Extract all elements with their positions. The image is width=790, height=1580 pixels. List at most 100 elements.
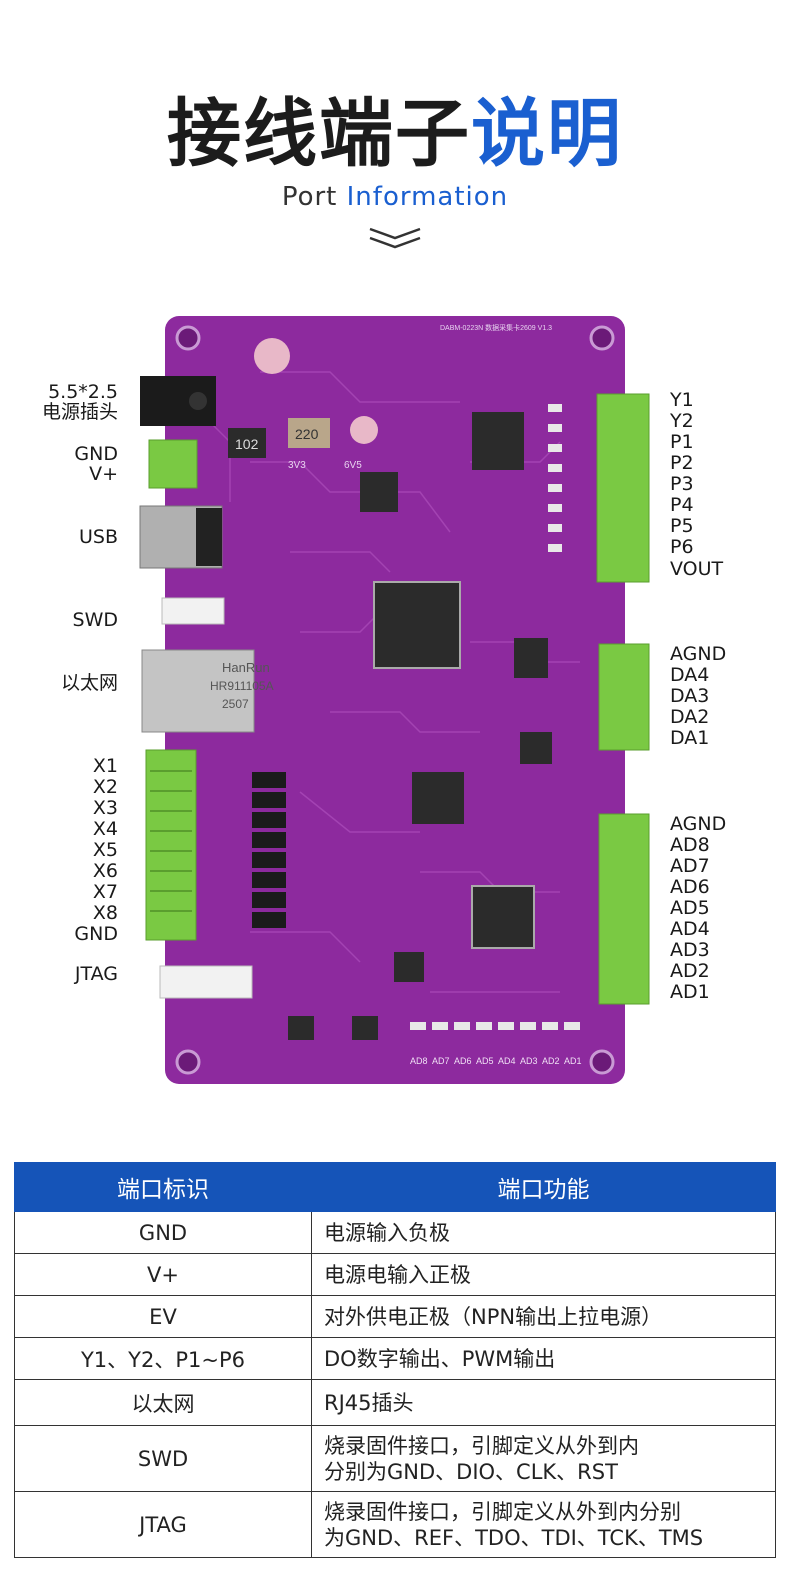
ethernet-chip-label-brand: HanRun: [222, 660, 270, 675]
label-ad4: AD4: [670, 918, 710, 940]
label-y2: Y2: [670, 410, 694, 432]
cell-function: RJ45插头: [311, 1379, 776, 1426]
label-da-agnd: AGND: [670, 643, 727, 665]
adc-chip: [471, 885, 535, 949]
label-vout: VOUT: [670, 558, 724, 580]
silk-3v3: 3V3: [288, 460, 306, 471]
table-row: JTAG 烧录固件接口，引脚定义从外到内分别为GND、REF、TDO、TDI、T…: [14, 1491, 776, 1558]
subtitle-blue-part: Information: [346, 182, 509, 212]
label-ethernet: 以太网: [60, 672, 118, 694]
table-row: V+ 电源电输入正极: [14, 1253, 776, 1296]
label-x3: X3: [92, 797, 118, 819]
label-x-gnd: GND: [74, 923, 118, 945]
swd-header: [161, 597, 225, 625]
mid-chip: [412, 772, 464, 824]
silk-bottom-ad1: AD1: [564, 1056, 582, 1066]
subtitle-dark-part: Port: [281, 182, 338, 212]
label-p4: P4: [670, 494, 694, 516]
table-row: 以太网 RJ45插头: [14, 1379, 776, 1426]
label-da2: DA2: [670, 706, 710, 728]
label-x5: X5: [92, 839, 118, 861]
capacitor: [254, 338, 290, 374]
ethernet-chip-label-date: 2507: [222, 697, 249, 711]
label-jtag: JTAG: [74, 963, 118, 985]
cell-function: 烧录固件接口，引脚定义从外到内分别为GND、REF、TDO、TDI、TCK、TM…: [311, 1491, 776, 1558]
da-terminal: [598, 643, 650, 751]
pcb-board-illustration: HanRun HR911105A 2507 102: [139, 316, 650, 1084]
cell-function: 电源输入负极: [311, 1211, 776, 1254]
ethernet-port: [141, 649, 255, 733]
label-gnd-power: GND: [74, 443, 118, 465]
label-p3: P3: [670, 473, 694, 495]
table-row: SWD 烧录固件接口，引脚定义从外到内分别为GND、DIO、CLK、RST: [14, 1425, 776, 1492]
label-ad5: AD5: [670, 897, 710, 919]
cell-port: GND: [14, 1211, 312, 1254]
silk-bottom-ad3: AD3: [520, 1056, 538, 1066]
label-ad3: AD3: [670, 939, 710, 961]
label-vplus: V+: [89, 463, 118, 485]
table-row: GND 电源输入负极: [14, 1211, 776, 1254]
label-x7: X7: [92, 881, 118, 903]
port-table: 端口标识 端口功能 GND 电源输入负极 V+ 电源电输入正极 EV 对外供电正…: [14, 1162, 776, 1558]
cell-port: JTAG: [14, 1491, 312, 1558]
cell-function-line2: 为GND、REF、TDO、TDI、TCK、TMS: [324, 1525, 704, 1550]
cell-function: 烧录固件接口，引脚定义从外到内分别为GND、DIO、CLK、RST: [311, 1425, 776, 1492]
ethernet-chip-label-model: HR911105A: [210, 679, 274, 693]
label-power-jack-size: 5.5*2.5: [48, 381, 118, 403]
title-blue-part: 说明: [471, 91, 623, 177]
cell-port: Y1、Y2、P1~P6: [14, 1337, 312, 1380]
label-ad7: AD7: [670, 855, 710, 877]
cell-port: 以太网: [14, 1379, 312, 1426]
mcu-chip: [373, 581, 461, 669]
inductor-label-102: 102: [235, 436, 259, 452]
cell-function: 对外供电正极（NPN输出上拉电源）: [311, 1295, 776, 1338]
label-ad2: AD2: [670, 960, 710, 982]
x-input-terminal: [145, 749, 197, 941]
silk-bottom-ad4: AD4: [498, 1056, 516, 1066]
label-x1: X1: [92, 755, 118, 777]
cell-function-line1: 烧录固件接口，引脚定义从外到内: [324, 1433, 639, 1458]
label-p2: P2: [670, 452, 694, 474]
small-chip: [520, 732, 552, 764]
inductor-label-220: 220: [295, 426, 319, 442]
title-dark-part: 接线端子: [167, 91, 471, 177]
label-da4: DA4: [670, 664, 710, 686]
table-header-row: 端口标识 端口功能: [14, 1162, 776, 1212]
page-title: 接线端子说明: [0, 92, 790, 176]
regulator-chip: [514, 638, 548, 678]
silk-bottom-ad7: AD7: [432, 1056, 450, 1066]
silk-bottom-ad5: AD5: [476, 1056, 494, 1066]
label-ad6: AD6: [670, 876, 710, 898]
ad-terminal: [598, 813, 650, 1005]
silk-bottom-ad2: AD2: [542, 1056, 560, 1066]
label-usb: USB: [78, 526, 118, 548]
header-port-function: 端口功能: [311, 1162, 776, 1212]
silk-6v5: 6V5: [344, 460, 362, 471]
cell-function-line1: 烧录固件接口，引脚定义从外到内分别: [324, 1499, 681, 1524]
output-terminal: [596, 393, 650, 583]
label-p6: P6: [670, 536, 694, 558]
driver-chip: [472, 412, 524, 470]
label-x4: X4: [92, 818, 118, 840]
label-p5: P5: [670, 515, 694, 537]
page-subtitle: Port Information: [0, 182, 790, 212]
label-swd: SWD: [72, 609, 118, 631]
label-ad-agnd: AGND: [670, 813, 727, 835]
silk-board-title: DABM-0223N 数据采集卡2609 V1.3: [440, 323, 552, 332]
board-section: HanRun HR911105A 2507 102: [0, 312, 790, 1092]
cell-port: SWD: [14, 1425, 312, 1492]
label-y1: Y1: [670, 389, 694, 411]
cell-port: V+: [14, 1253, 312, 1296]
label-x6: X6: [92, 860, 118, 882]
silk-bottom-ad6: AD6: [454, 1056, 472, 1066]
label-da1: DA1: [670, 727, 710, 749]
cell-port: EV: [14, 1295, 312, 1338]
label-x2: X2: [92, 776, 118, 798]
label-p1: P1: [670, 431, 694, 453]
jtag-header: [159, 965, 253, 999]
label-power-jack: 电源插头: [41, 401, 118, 423]
double-chevron-down-icon: [369, 227, 421, 249]
label-x8: X8: [92, 902, 118, 924]
table-row: EV 对外供电正极（NPN输出上拉电源）: [14, 1295, 776, 1338]
label-ad1: AD1: [670, 981, 710, 1003]
